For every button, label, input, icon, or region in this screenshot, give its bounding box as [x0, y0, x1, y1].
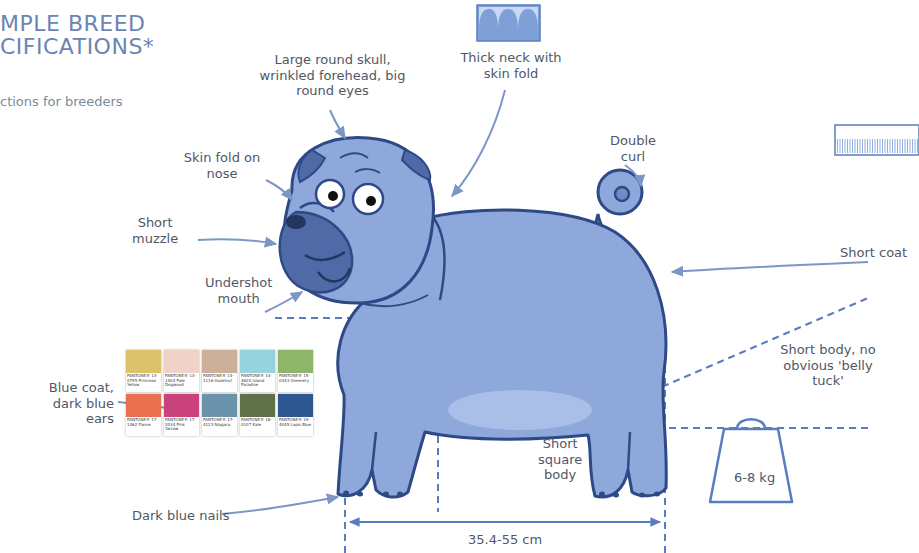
dog-ear [402, 150, 430, 180]
color-chip: PANTONE® 14-1116 Hazelnut [202, 350, 237, 392]
callout-label: ctions for breeders [0, 94, 123, 110]
color-swatch [240, 394, 275, 417]
dog-lip [305, 252, 345, 260]
color-swatch [164, 350, 199, 373]
color-chip: PANTONE® 18-0107 Kale [240, 394, 275, 436]
dog-ear [299, 150, 326, 182]
color-name: PANTONE® 19-4045 Lapis Blue [279, 418, 313, 427]
dog-eye [316, 180, 344, 208]
color-chip: PANTONE® 15-0343 Greenery [278, 350, 313, 392]
leader-arrow [198, 239, 276, 244]
color-swatch [202, 394, 237, 417]
leader-arrow [330, 110, 345, 138]
color-chip: PANTONE® 17-4123 Niagara [202, 394, 237, 436]
color-chip: PANTONE® 14-4620 Island Paradise [240, 350, 275, 392]
leader-arrow [625, 165, 641, 186]
dog-eye [353, 184, 383, 214]
color-swatch [126, 350, 161, 373]
color-swatch [278, 394, 313, 417]
weight-handle [737, 419, 765, 429]
coat-texture-sample [835, 125, 919, 155]
callout-label: 35.4-55 cm [468, 532, 542, 548]
color-name: PANTONE® 14-4620 Island Paradise [241, 374, 275, 388]
callout-label: Short muzzle [132, 215, 178, 246]
callout-label: Blue coat, dark blue ears [22, 380, 114, 427]
color-name: PANTONE® 17-4123 Niagara [203, 418, 237, 427]
dimension-arrow [350, 521, 660, 523]
dog-nails [343, 491, 660, 498]
color-name: PANTONE® 13-0755 Primrose Yellow [127, 374, 161, 388]
color-name: PANTONE® 14-1116 Hazelnut [203, 374, 237, 383]
color-name: PANTONE® 18-0107 Kale [241, 418, 275, 427]
dog-muzzle [280, 212, 352, 292]
callout-label: Undershot mouth [205, 275, 272, 306]
dog-nose [286, 215, 306, 229]
color-name: PANTONE® 15-0343 Greenery [279, 374, 313, 383]
nail [383, 492, 389, 497]
color-chip: PANTONE® 17-1462 Flame [126, 394, 161, 436]
dog-pupil [328, 191, 338, 201]
tail-curl [598, 170, 642, 214]
forehead-wrinkle [340, 154, 380, 174]
belly-shading [448, 390, 592, 430]
neck-texture-sample [477, 5, 540, 41]
nail [357, 492, 363, 497]
leader-arrows [118, 90, 868, 514]
texture-box [835, 125, 919, 155]
callout-label: Short square body [538, 436, 582, 483]
skin-fold-texture [479, 7, 538, 30]
callout-label: Short body, no obvious 'belly tuck' [772, 342, 884, 389]
color-chip: PANTONE® 13-0755 Primrose Yellow [126, 350, 161, 392]
callout-label: Short coat [840, 245, 907, 261]
nail [613, 493, 619, 498]
chin-fold [360, 295, 428, 306]
color-swatch [278, 350, 313, 373]
weight-box: 6-8 kg [706, 414, 796, 506]
nail [599, 492, 605, 497]
node-outline [706, 414, 796, 506]
callout-label: Skin fold on nose [172, 150, 272, 181]
nail [343, 491, 349, 496]
callout-label: Thick neck with skin fold [458, 50, 564, 81]
dog-mouth [318, 268, 350, 281]
leader-arrow [452, 90, 505, 196]
weight-value: 6-8 kg [734, 470, 775, 485]
nail [397, 492, 403, 497]
callout-label: Large round skull, wrinkled forehead, bi… [255, 52, 410, 99]
color-swatch [164, 394, 199, 417]
color-name: PANTONE® 13-1404 Pale Dogwood [165, 374, 199, 388]
leader-arrow [266, 180, 292, 200]
leader-arrow [265, 292, 302, 312]
nail [639, 493, 645, 498]
leader-arrow [222, 497, 338, 514]
weight-shape [710, 429, 792, 502]
coat-texture [837, 139, 918, 153]
tail-curl-center [615, 187, 629, 201]
dog-pupil [366, 196, 376, 206]
texture-box [477, 5, 540, 41]
nail [654, 492, 660, 497]
color-chip: PANTONE® 19-4045 Lapis Blue [278, 394, 313, 436]
color-chip: PANTONE® 13-1404 Pale Dogwood [164, 350, 199, 392]
color-name: PANTONE® 17-2034 Pink Yarrow [165, 418, 199, 432]
color-swatch [202, 350, 237, 373]
leg-line [372, 432, 630, 470]
callout-label: Dark blue nails [132, 508, 229, 524]
color-swatch [240, 350, 275, 373]
color-name: PANTONE® 17-1462 Flame [127, 418, 161, 427]
color-swatch [126, 394, 161, 417]
leader-arrow [672, 262, 868, 272]
page-title: MPLE BREED CIFICATIONS* [0, 12, 154, 58]
color-chip: PANTONE® 17-2034 Pink Yarrow [164, 394, 199, 436]
pug-illustration [280, 138, 667, 498]
callout-label: Double curl [610, 133, 656, 164]
